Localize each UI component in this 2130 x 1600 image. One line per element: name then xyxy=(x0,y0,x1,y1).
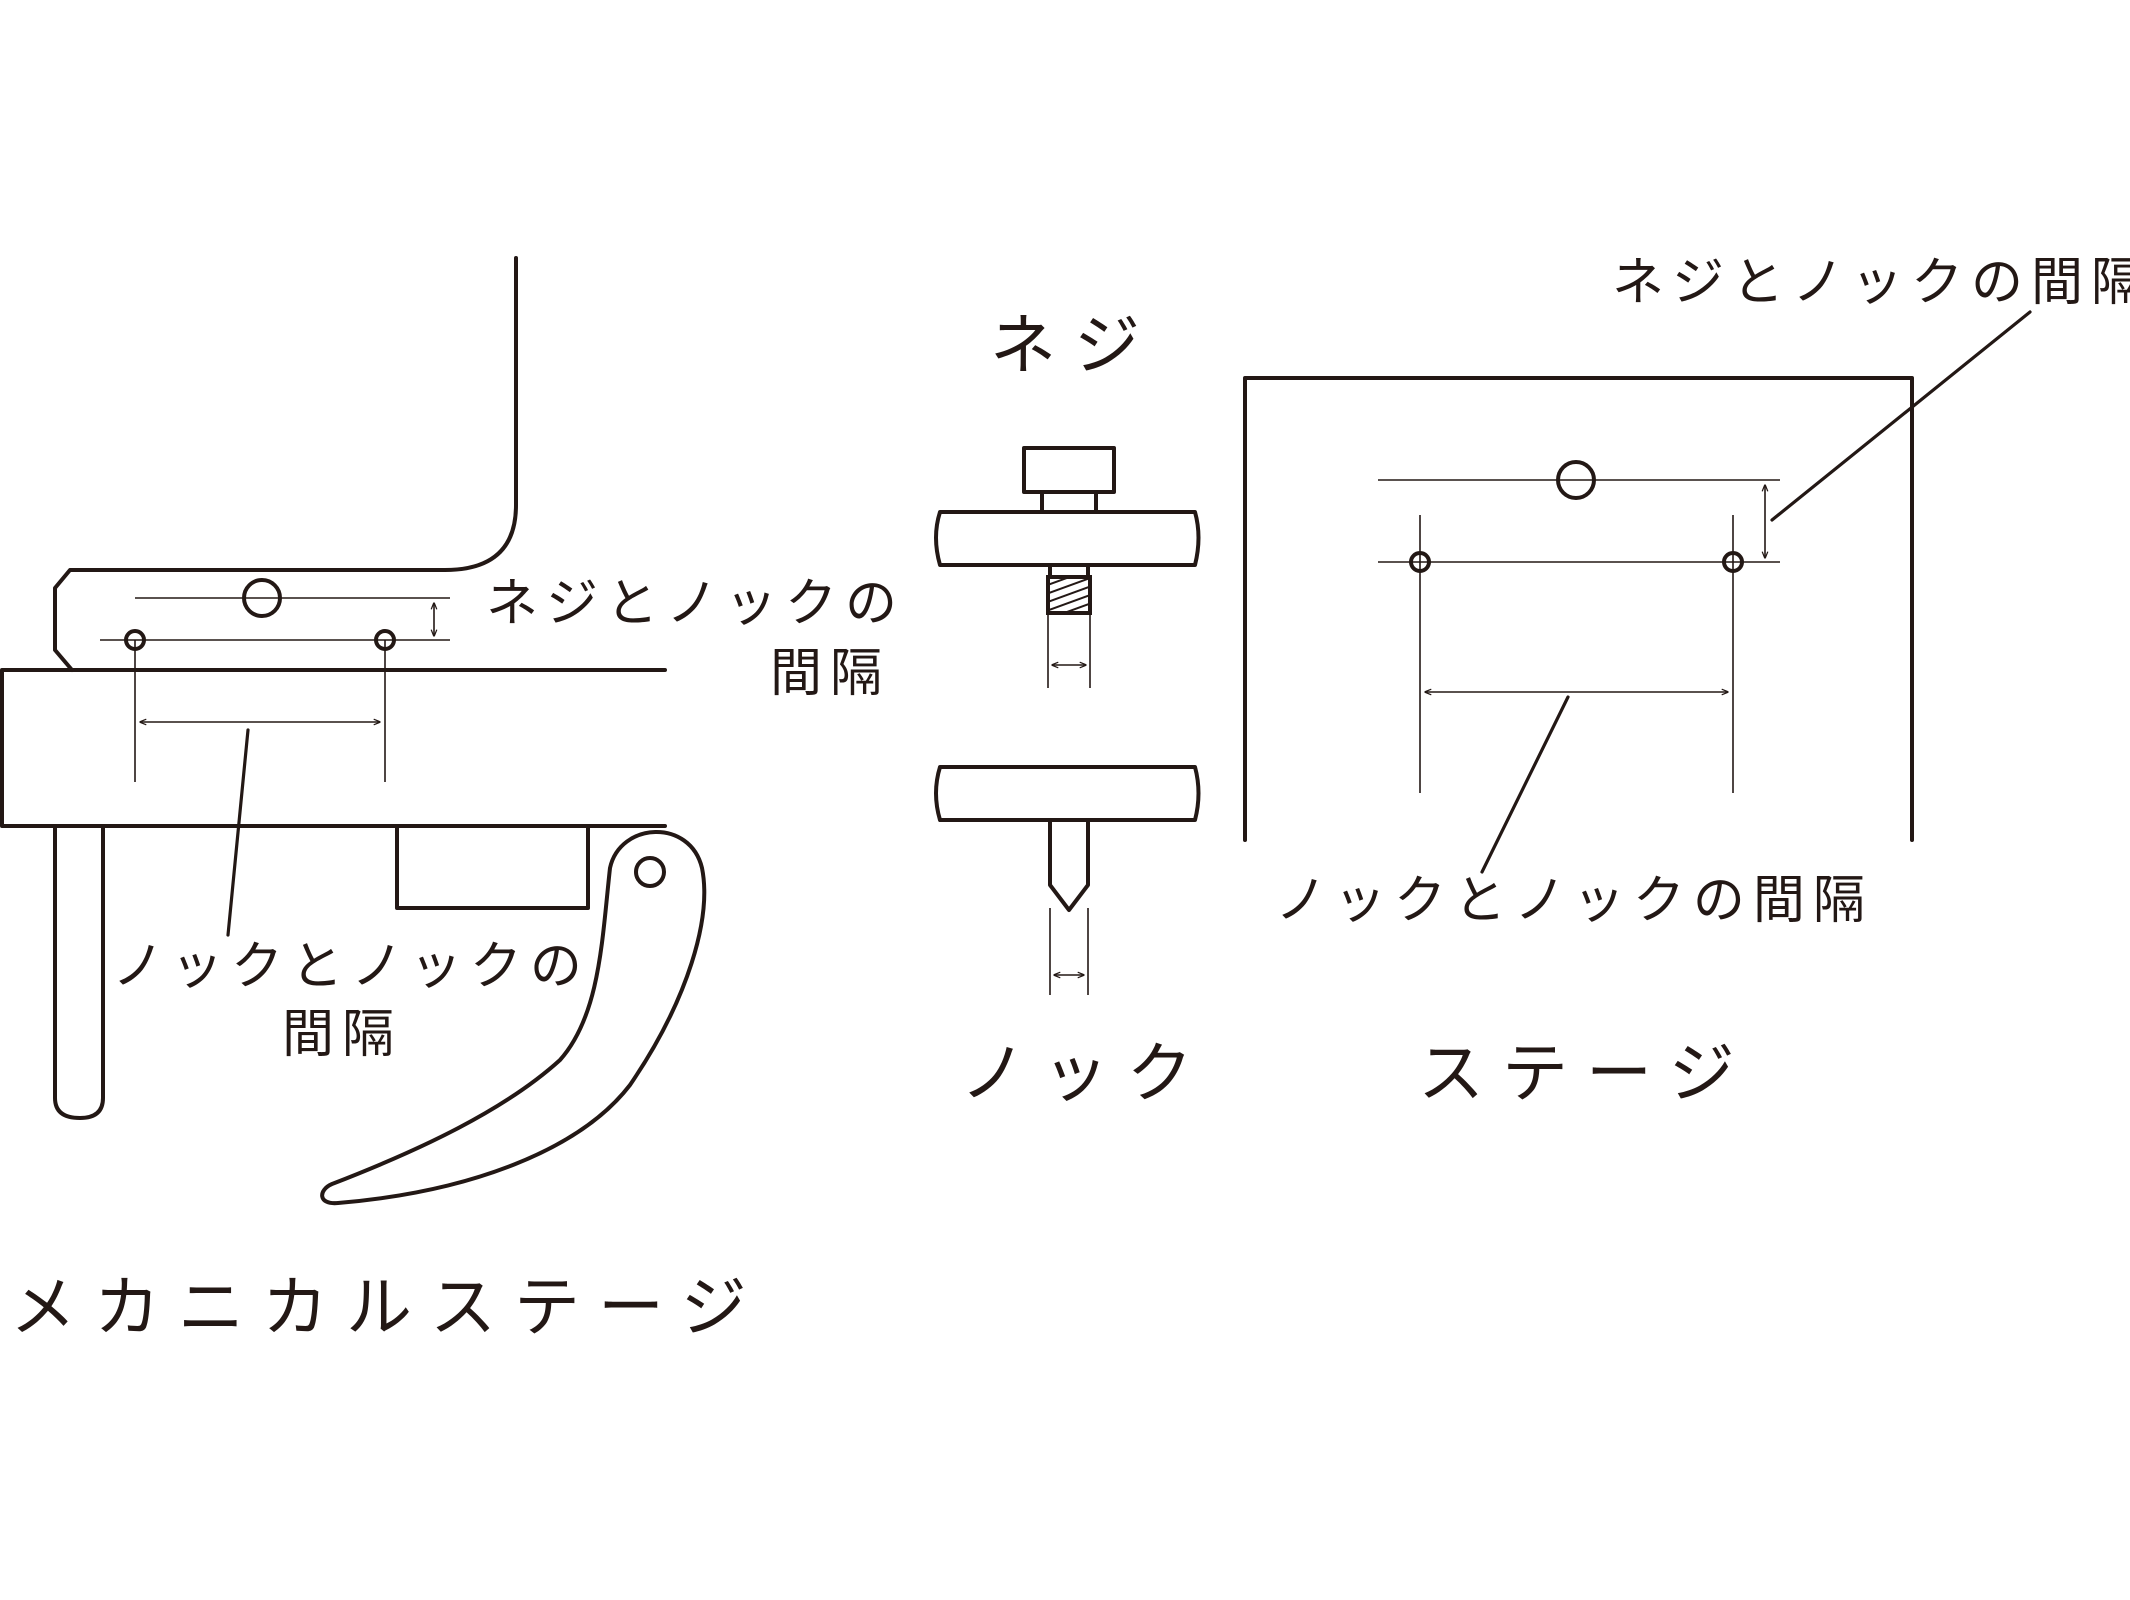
screw-neck xyxy=(1040,490,1098,514)
knock-plate xyxy=(934,765,1201,822)
mechanical-stage-drawing xyxy=(0,256,707,1206)
mechanical-stage-block xyxy=(395,824,590,910)
stage-leader-screw-to-knock xyxy=(1770,310,2032,522)
mechanical-stage-main-bar xyxy=(0,668,667,828)
mech-label-screw-to-knock-line2: 間隔 xyxy=(770,644,891,704)
stage-drawing xyxy=(1243,310,2032,874)
screw-drawing xyxy=(934,446,1201,688)
stage-title: ステージ xyxy=(1418,1035,1753,1112)
screw-thread xyxy=(1046,575,1092,615)
mech-label-screw-to-knock-line1: ネジとノックの xyxy=(486,574,905,634)
mechanical-stage-title: メカニカルステージ xyxy=(10,1269,765,1346)
screw-plate xyxy=(934,510,1201,567)
mechanical-stage-upper-plate xyxy=(53,256,518,672)
stage-outline xyxy=(1243,376,1914,842)
knock-title: ノック xyxy=(960,1035,1211,1112)
stage-leader-knock-to-knock xyxy=(1480,695,1570,874)
stage-label-knock-to-knock: ノックとノックの間隔 xyxy=(1275,871,1873,931)
knock-drawing xyxy=(934,765,1201,995)
screw-head xyxy=(1022,446,1116,494)
screw-title: ネジ xyxy=(990,307,1158,384)
leader-knock-to-knock xyxy=(226,728,250,937)
mech-label-knock-to-knock-line2: 間隔 xyxy=(282,1005,403,1065)
stage-label-screw-to-knock: ネジとノックの間隔 xyxy=(1612,253,2130,313)
mechanical-stage-clip-lever xyxy=(320,830,707,1206)
mech-label-knock-to-knock-line1: ノックとノックの xyxy=(112,937,590,997)
mechanical-stage-rod xyxy=(53,824,105,1120)
clip-lever-pivot-hole xyxy=(634,856,666,888)
knock-pin xyxy=(1048,818,1090,912)
